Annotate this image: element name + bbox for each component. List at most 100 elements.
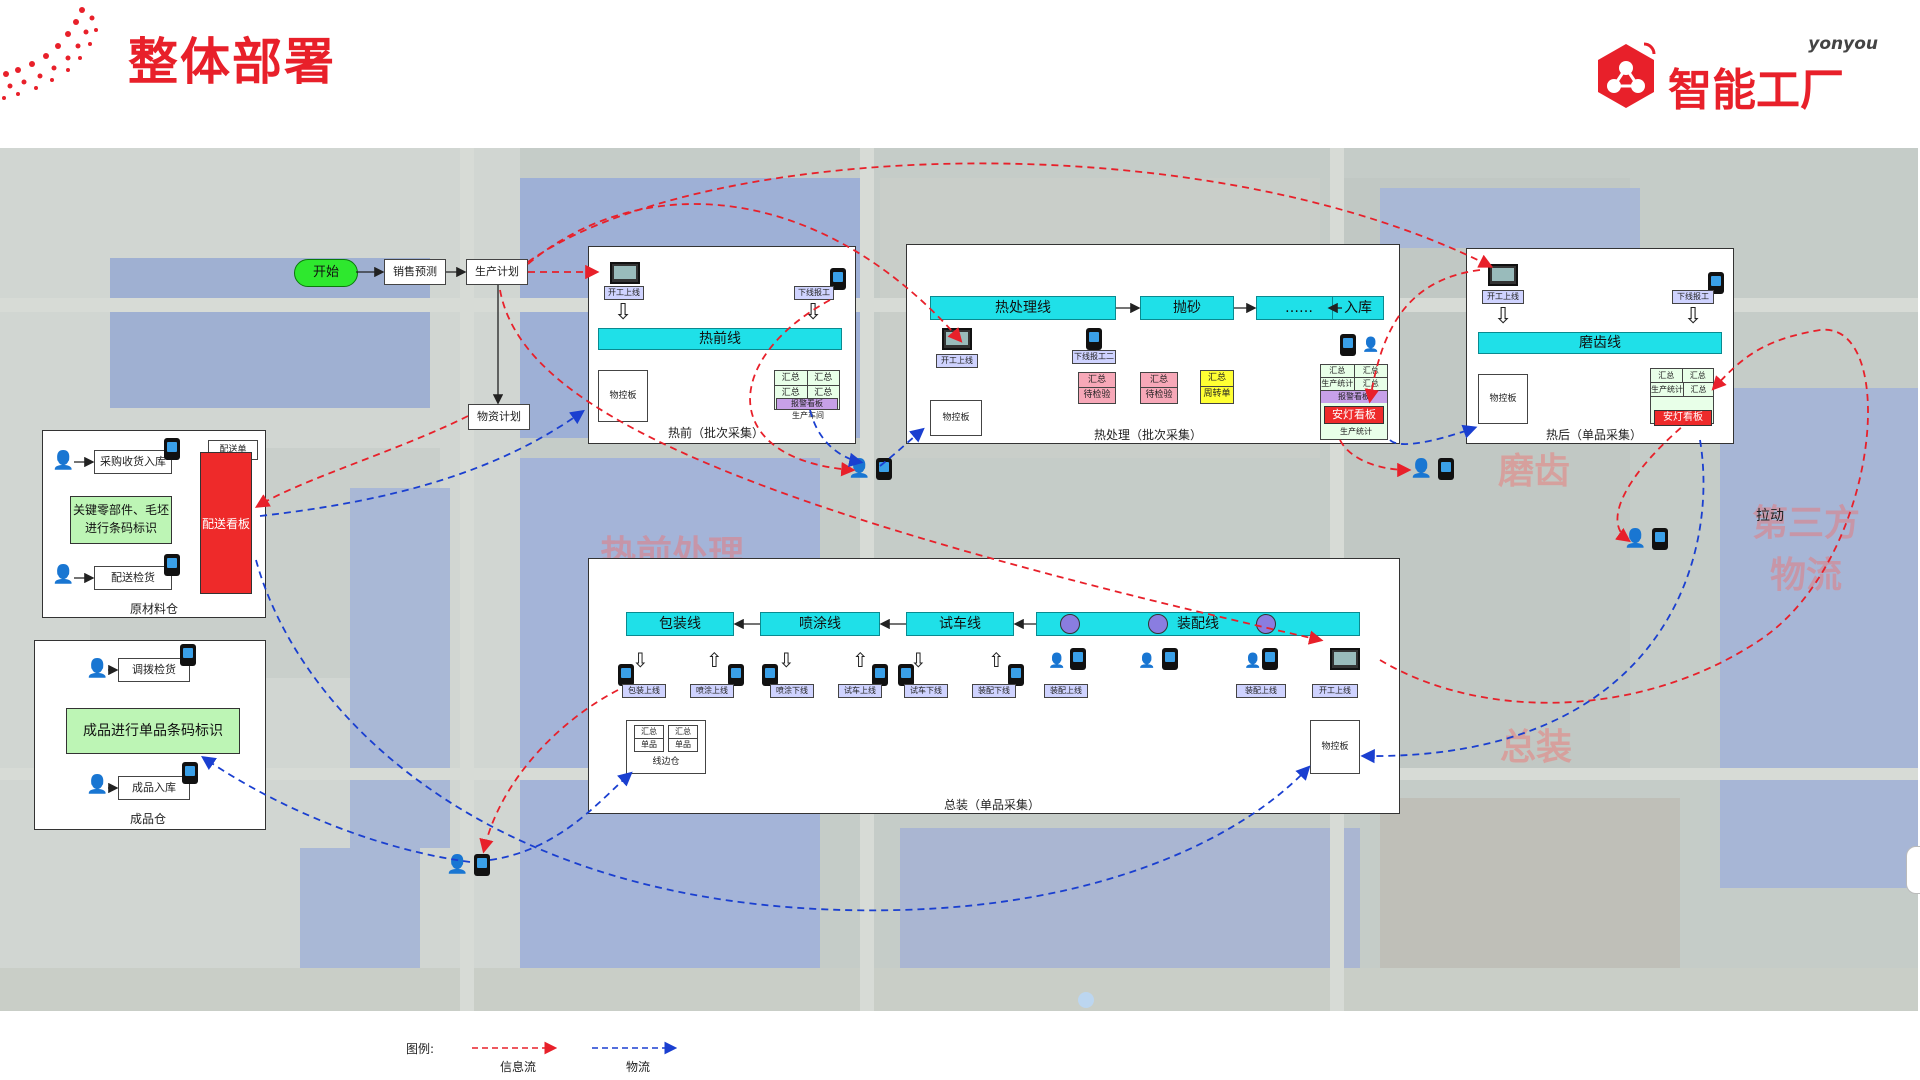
station-box: 装配下线: [972, 684, 1016, 698]
legend-logistics-label: 物流: [626, 1060, 651, 1074]
side-scroll-handle[interactable]: [1906, 846, 1920, 894]
purchase-in-box: 采购收货入库: [94, 450, 172, 474]
scanner-icon: [180, 644, 196, 666]
station-box: 装配上线: [1236, 684, 1286, 698]
warehouse-bin: 汇总单品: [634, 725, 664, 752]
monitor-icon: [1330, 648, 1360, 670]
heat-table-footer: 报警看板: [1321, 391, 1387, 403]
pre-heat-kanban: 物控板: [598, 370, 648, 422]
arrow-up-icon: ⇧: [852, 648, 869, 672]
dispatch-board: 配送看板: [200, 452, 252, 594]
legend-title: 图例:: [406, 1042, 435, 1056]
brand-name: 智能工厂: [1668, 65, 1844, 116]
spraying-line: 喷涂线: [760, 612, 880, 636]
arrow-down-icon: ⇩: [804, 300, 823, 325]
arrow-down-icon: ⇩: [632, 648, 649, 672]
production-plan-box: 生产计划: [466, 259, 528, 285]
heat-card-3-value: 周转单: [1203, 389, 1231, 399]
assembly-line: 装配线: [1036, 612, 1360, 636]
person-icon: 👤: [1624, 528, 1647, 549]
pre-heat-label: 热前（批次采集）: [668, 426, 765, 440]
pre-heat-start-box: 开工上线: [604, 286, 644, 300]
heat-card-3: 汇总 周转单: [1200, 370, 1234, 404]
heat-table-cell: 汇总: [1321, 365, 1355, 377]
arrow-up-icon: ⇧: [706, 648, 723, 672]
heat-andon-board: 安灯看板: [1324, 406, 1384, 424]
heat-bottom-label: 生产统计: [1340, 427, 1372, 436]
person-icon: 👤: [86, 774, 109, 795]
finished-warehouse-label: 成品仓: [130, 812, 167, 826]
pre-heat-table-cell: 汇总: [814, 373, 833, 383]
monitor-icon: [1488, 264, 1518, 286]
person-icon: 👤: [52, 564, 75, 585]
pre-heat-line: 热前线: [598, 328, 842, 350]
warehouse-bin-title: 汇总: [635, 726, 663, 739]
scanner-icon: [164, 554, 180, 576]
person-icon: 👤: [446, 854, 469, 875]
pre-heat-bottom-label: 生产车间: [792, 411, 824, 420]
heat-card-1-value: 待检验: [1083, 390, 1111, 400]
line-side-warehouse-label: 线边仓: [652, 757, 680, 767]
arrow-down-icon: ⇩: [614, 300, 633, 325]
heat-table-cell: 汇总: [1362, 366, 1379, 375]
scanner-icon: [898, 664, 914, 686]
person-icon: 👤: [1362, 337, 1380, 353]
scanner-icon: [1262, 648, 1278, 670]
heat-kanban: 物控板: [930, 400, 982, 436]
corner-dot-pattern: [2, 7, 98, 100]
scanner-icon: [1070, 648, 1086, 670]
scanner-icon: [1652, 528, 1668, 550]
post-heat-label: 热后（单品采集）: [1546, 428, 1643, 442]
carousel-dot[interactable]: [1078, 992, 1094, 1008]
person-icon: 👤: [1244, 653, 1262, 669]
pull-label: 拉动: [1756, 508, 1784, 524]
delivery-check-box: 配送检货: [94, 566, 172, 590]
legend-info-line: [472, 1041, 558, 1055]
monitor-icon: [610, 262, 640, 284]
brand-logo: yonyou 智能工厂: [1588, 34, 1878, 116]
post-table-cell: 汇总: [1689, 371, 1706, 380]
sales-forecast-box: 销售预测: [384, 259, 446, 285]
scanner-icon: [728, 664, 744, 686]
scanner-icon: [1340, 334, 1356, 356]
arrow-down-icon: ⇩: [1684, 304, 1703, 329]
mrp-plan-box: 物资计划: [468, 404, 530, 430]
warehouse-bin: 汇总单品: [668, 725, 698, 752]
person-icon: 👤: [1138, 653, 1156, 669]
finished-inbound-box: 成品入库: [118, 776, 190, 800]
line-side-warehouse: 汇总单品 汇总单品 线边仓: [626, 720, 706, 774]
station-box: 包装上线: [622, 684, 666, 698]
station-box: 喷涂下线: [770, 684, 814, 698]
brand-icon: [1598, 42, 1656, 108]
heat-card-2: 汇总 待检验: [1140, 372, 1178, 404]
scanner-icon: [1438, 458, 1454, 480]
post-kanban: 物控板: [1478, 374, 1528, 424]
page-title: 整体部署: [128, 33, 336, 91]
scanner-icon: [164, 438, 180, 460]
warehouse-bin-title: 汇总: [669, 726, 697, 739]
scanner-icon: [1708, 272, 1724, 294]
pre-heat-table-cell: 汇总: [775, 371, 808, 385]
heat-card-1: 汇总 待检验: [1078, 372, 1116, 404]
heat-card-1-title: 汇总: [1079, 373, 1115, 388]
legend-info-label: 信息流: [500, 1060, 537, 1074]
post-table-cell: 生产统计: [1651, 383, 1684, 396]
brand-en-text: yonyou: [1808, 34, 1878, 54]
station-circle-icon: [1060, 614, 1080, 634]
raw-warehouse-label: 原材料仓: [130, 602, 179, 616]
heat-start-box: 开工上线: [936, 354, 978, 368]
scanner-icon: [762, 664, 778, 686]
station-circle-icon: [1256, 614, 1276, 634]
post-table-cell: 汇总: [1690, 385, 1707, 394]
pre-heat-offline-box: 下线报工: [794, 286, 834, 300]
test-line: 试车线: [906, 612, 1014, 636]
scanner-icon: [182, 762, 198, 784]
person-icon: 👤: [1410, 458, 1433, 479]
scanner-icon: [618, 664, 634, 686]
post-offline-box: 下线报工: [1672, 290, 1714, 304]
legend-logistics-line: [592, 1041, 678, 1055]
assembly-kanban: 物控板: [1310, 720, 1360, 774]
station-box: 试车上线: [838, 684, 882, 698]
post-start-box: 开工上线: [1482, 290, 1524, 304]
post-andon-board: 安灯看板: [1654, 410, 1712, 426]
